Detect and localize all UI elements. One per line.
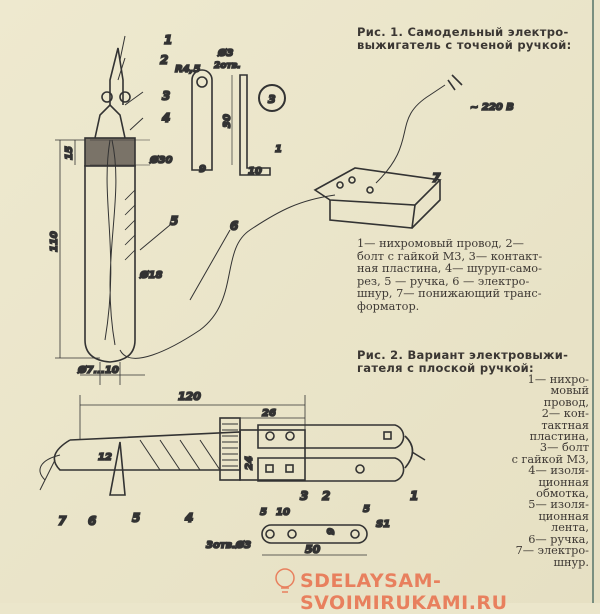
dim-10: 10 <box>248 166 262 177</box>
label-2: 2 <box>160 53 168 67</box>
legend-line: 6— ручка, <box>528 532 589 546</box>
watermark: SDELAYSAM-SVOIMIRUKAMI.RU <box>300 570 508 614</box>
dim-5: 5 <box>260 507 267 518</box>
dim-r45: R4,5 <box>175 64 200 75</box>
legend-line: ционная <box>538 475 589 489</box>
fig1-contact-plate-detail <box>191 69 286 176</box>
label-6: 6 <box>230 219 238 233</box>
fig1-caption-line: Рис. 1. Самодельный электро- <box>357 25 569 39</box>
dim-26: 26 <box>262 408 276 419</box>
page-border-rule <box>592 0 594 603</box>
legend-line: 4— изоля- <box>528 464 589 478</box>
fig2-caption: Рис. 2. Вариант электровыжи- гателя с пл… <box>357 349 568 375</box>
legend-line: болт с гайкой М3, 3— контакт- <box>357 249 543 263</box>
legend-line: форматор. <box>357 299 420 313</box>
dim-d30: Ø30 <box>149 154 172 166</box>
dim-110: 110 <box>49 231 60 252</box>
fig2-caption-line: Рис. 2. Вариант электровыжи- <box>357 348 569 362</box>
label-4: 4 <box>184 511 193 525</box>
legend-line: лента, <box>551 521 589 535</box>
dim-d18: Ø18 <box>139 269 162 281</box>
fig2-flat-handle-drawing <box>39 395 426 556</box>
dim-12: 12 <box>98 452 112 463</box>
label-3: 3 <box>300 489 308 503</box>
legend-line: 2— кон- <box>541 407 589 421</box>
label-1: 1 <box>410 489 418 503</box>
legend-line: ная пластина, 4— шуруп-само- <box>357 262 542 276</box>
fig2-caption-line: гателя с плоской ручкой: <box>357 361 534 375</box>
legend-line: шнур, 7— понижающий транс- <box>357 287 542 301</box>
dim-9: 9 <box>199 164 206 175</box>
dim-s1: S1 <box>376 519 390 530</box>
fig2-legend: 1— нихро- мовый провод, 2— кон- тактная … <box>430 374 589 568</box>
legend-line: ционная <box>538 509 589 523</box>
label-5: 5 <box>132 511 140 525</box>
legend-line: рез, 5 — ручка, 6 — электро- <box>357 274 530 288</box>
label-5: 5 <box>170 214 178 228</box>
legend-line: 1— нихромовый провод, 2— <box>357 237 524 250</box>
dim-10: 10 <box>276 507 290 518</box>
fig1-caption-line: выжигатель с точеной ручкой: <box>357 38 572 52</box>
legend-line: тактная <box>541 418 589 432</box>
transformer-drawing <box>119 74 463 359</box>
label-1: 1 <box>164 33 172 47</box>
label-3: 3 <box>162 89 170 103</box>
legend-line: 3— болт <box>539 441 589 455</box>
detail-number: 3 <box>268 93 276 106</box>
legend-line: пластина, <box>529 430 589 444</box>
dim-120: 120 <box>178 390 201 403</box>
dim-d3: Ø3 <box>217 47 234 59</box>
legend-line: шнур. <box>553 555 589 569</box>
dim-holes: 2отв. <box>214 61 241 71</box>
label-2: 2 <box>322 489 330 503</box>
legend-line: мовый <box>550 384 589 398</box>
fig1-handle-drawing <box>55 35 231 385</box>
fig1-caption: Рис. 1. Самодельный электро- выжигатель … <box>357 26 571 52</box>
dim-30: 30 <box>222 114 233 128</box>
label-7: 7 <box>58 514 67 528</box>
label-4: 4 <box>161 111 170 125</box>
dim-9: 9 <box>326 528 337 535</box>
dim-1: 1 <box>275 144 282 155</box>
legend-line: с гайкой М3, <box>511 452 589 466</box>
lightbulb-logo-icon <box>275 568 295 593</box>
dim-d7-10: Ø7...10 <box>77 364 119 376</box>
legend-line: 7— электро- <box>515 544 589 558</box>
label-6: 6 <box>88 514 96 528</box>
voltage-label: ~ 220 В <box>470 102 514 113</box>
legend-line: обмотка, <box>536 487 589 501</box>
legend-line: провод, <box>543 395 589 409</box>
dim-50: 50 <box>305 543 321 556</box>
fig1-legend: 1— нихромовый провод, 2— болт с гайкой М… <box>357 237 589 314</box>
dim-24: 24 <box>244 456 255 470</box>
dim-5: 5 <box>363 504 370 515</box>
dim-holes: 3отв.Ø3 <box>206 539 251 551</box>
dim-15: 15 <box>64 146 75 160</box>
legend-line: 1— нихро- <box>527 373 589 386</box>
legend-line: 5— изоля- <box>528 498 589 512</box>
label-7: 7 <box>432 171 441 185</box>
